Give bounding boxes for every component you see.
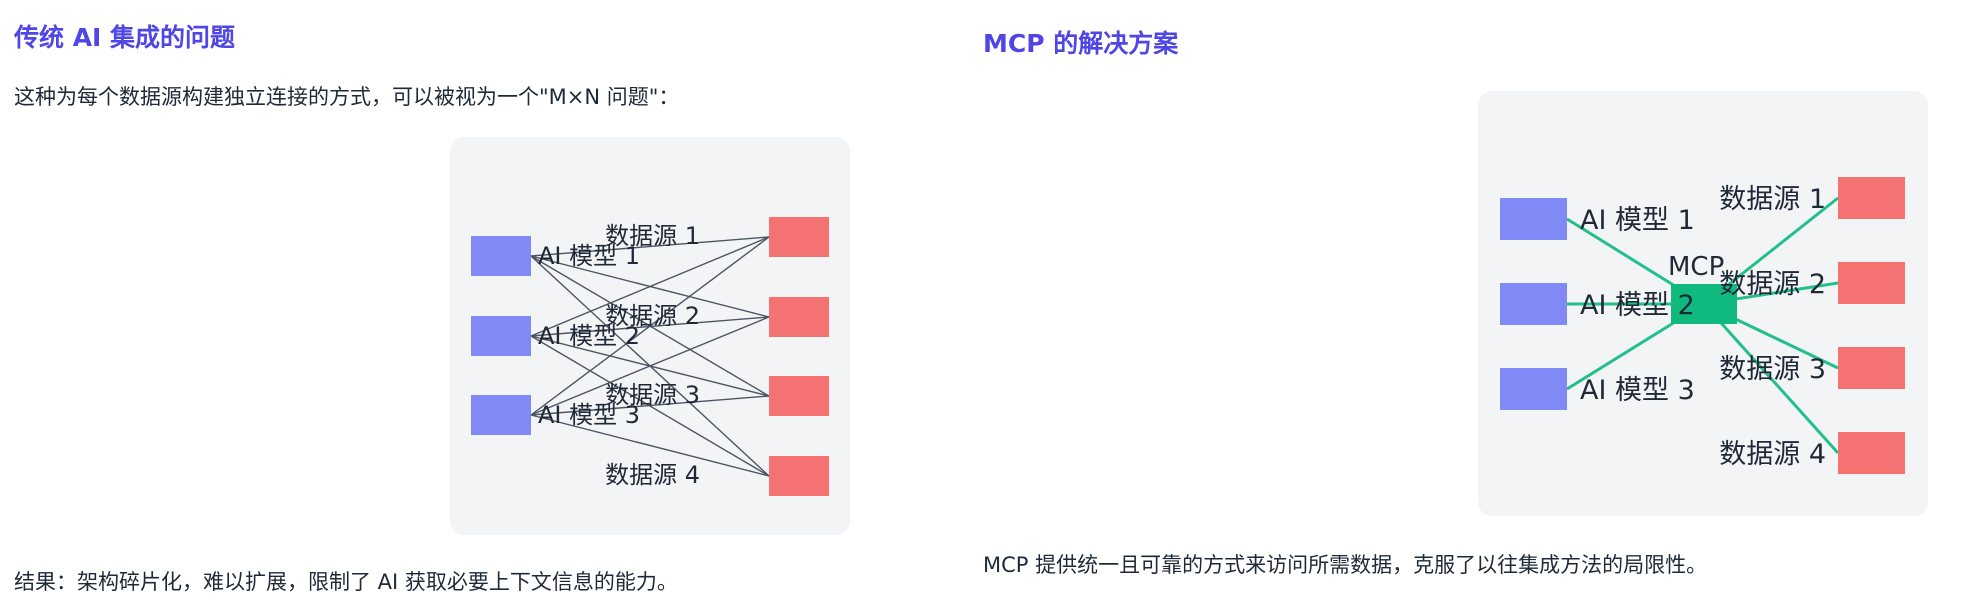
mesh-connection-line — [530, 236, 770, 257]
mesh-connection-line — [530, 236, 770, 337]
mesh-connection-line — [530, 316, 770, 416]
mcp-hub-label: MCP — [1668, 252, 1724, 282]
mcp-hub-box — [1671, 284, 1737, 324]
ai-model-box — [471, 395, 531, 435]
ai-model-box — [471, 236, 531, 276]
ai-model-box — [1500, 198, 1567, 240]
mxn-mesh-diagram: AI 模型 1 AI 模型 2 AI 模型 3 数据源 1 数据源 2 数据源 3 数据源 … — [471, 217, 829, 496]
data-source-box — [769, 297, 829, 337]
ai-model-box — [471, 316, 531, 356]
data-source-box — [769, 456, 829, 496]
right-conclusion-text: MCP 提供统一且可靠的方式来访问所需数据，克服了以往集成方法的局限性。 — [983, 553, 1708, 577]
mesh-connection-line — [530, 236, 770, 416]
left-section-title: 传统 AI 集成的问题 — [14, 23, 236, 52]
data-source-box — [1838, 262, 1905, 304]
data-source-box — [1838, 177, 1905, 219]
ai-model-label: AI 模型 2 — [1580, 290, 1695, 321]
data-source-label: 数据源 4 — [605, 461, 700, 489]
mesh-connection-line — [530, 395, 770, 416]
mcp-hub-diagram: MCP AI 模型 1 AI 模型 2 AI 模型 3 数据源 1 数据源 2 数据源 3 数… — [1500, 177, 1905, 474]
ai-model-label: AI 模型 1 — [1580, 205, 1695, 236]
ai-model-label: AI 模型 2 — [538, 322, 640, 350]
data-source-label: 数据源 4 — [1719, 439, 1826, 470]
data-source-label: 数据源 3 — [1719, 354, 1826, 385]
data-source-label: 数据源 3 — [605, 381, 700, 409]
left-result-text: 结果：架构碎片化，难以扩展，限制了 AI 获取必要上下文信息的能力。 — [14, 570, 678, 594]
data-source-box — [769, 217, 829, 257]
data-source-label: 数据源 1 — [605, 222, 700, 250]
left-intro-text: 这种为每个数据源构建独立连接的方式，可以被视为一个"M×N 问题"： — [14, 85, 680, 109]
mcp-to-source-line — [1702, 302, 1840, 455]
mesh-connection-line — [530, 414, 770, 477]
data-source-box — [769, 376, 829, 416]
data-source-label: 数据源 2 — [605, 302, 700, 330]
data-source-box — [1838, 432, 1905, 474]
ai-model-label: AI 模型 1 — [538, 242, 640, 270]
data-source-label: 数据源 2 — [1719, 269, 1826, 300]
ai-model-label: AI 模型 3 — [1580, 375, 1695, 406]
ai-model-label: AI 模型 3 — [538, 401, 640, 429]
ai-model-box — [1500, 283, 1567, 325]
data-source-box — [1838, 347, 1905, 389]
ai-model-box — [1500, 368, 1567, 410]
right-section-title: MCP 的解决方案 — [983, 29, 1179, 58]
data-source-label: 数据源 1 — [1719, 184, 1826, 215]
